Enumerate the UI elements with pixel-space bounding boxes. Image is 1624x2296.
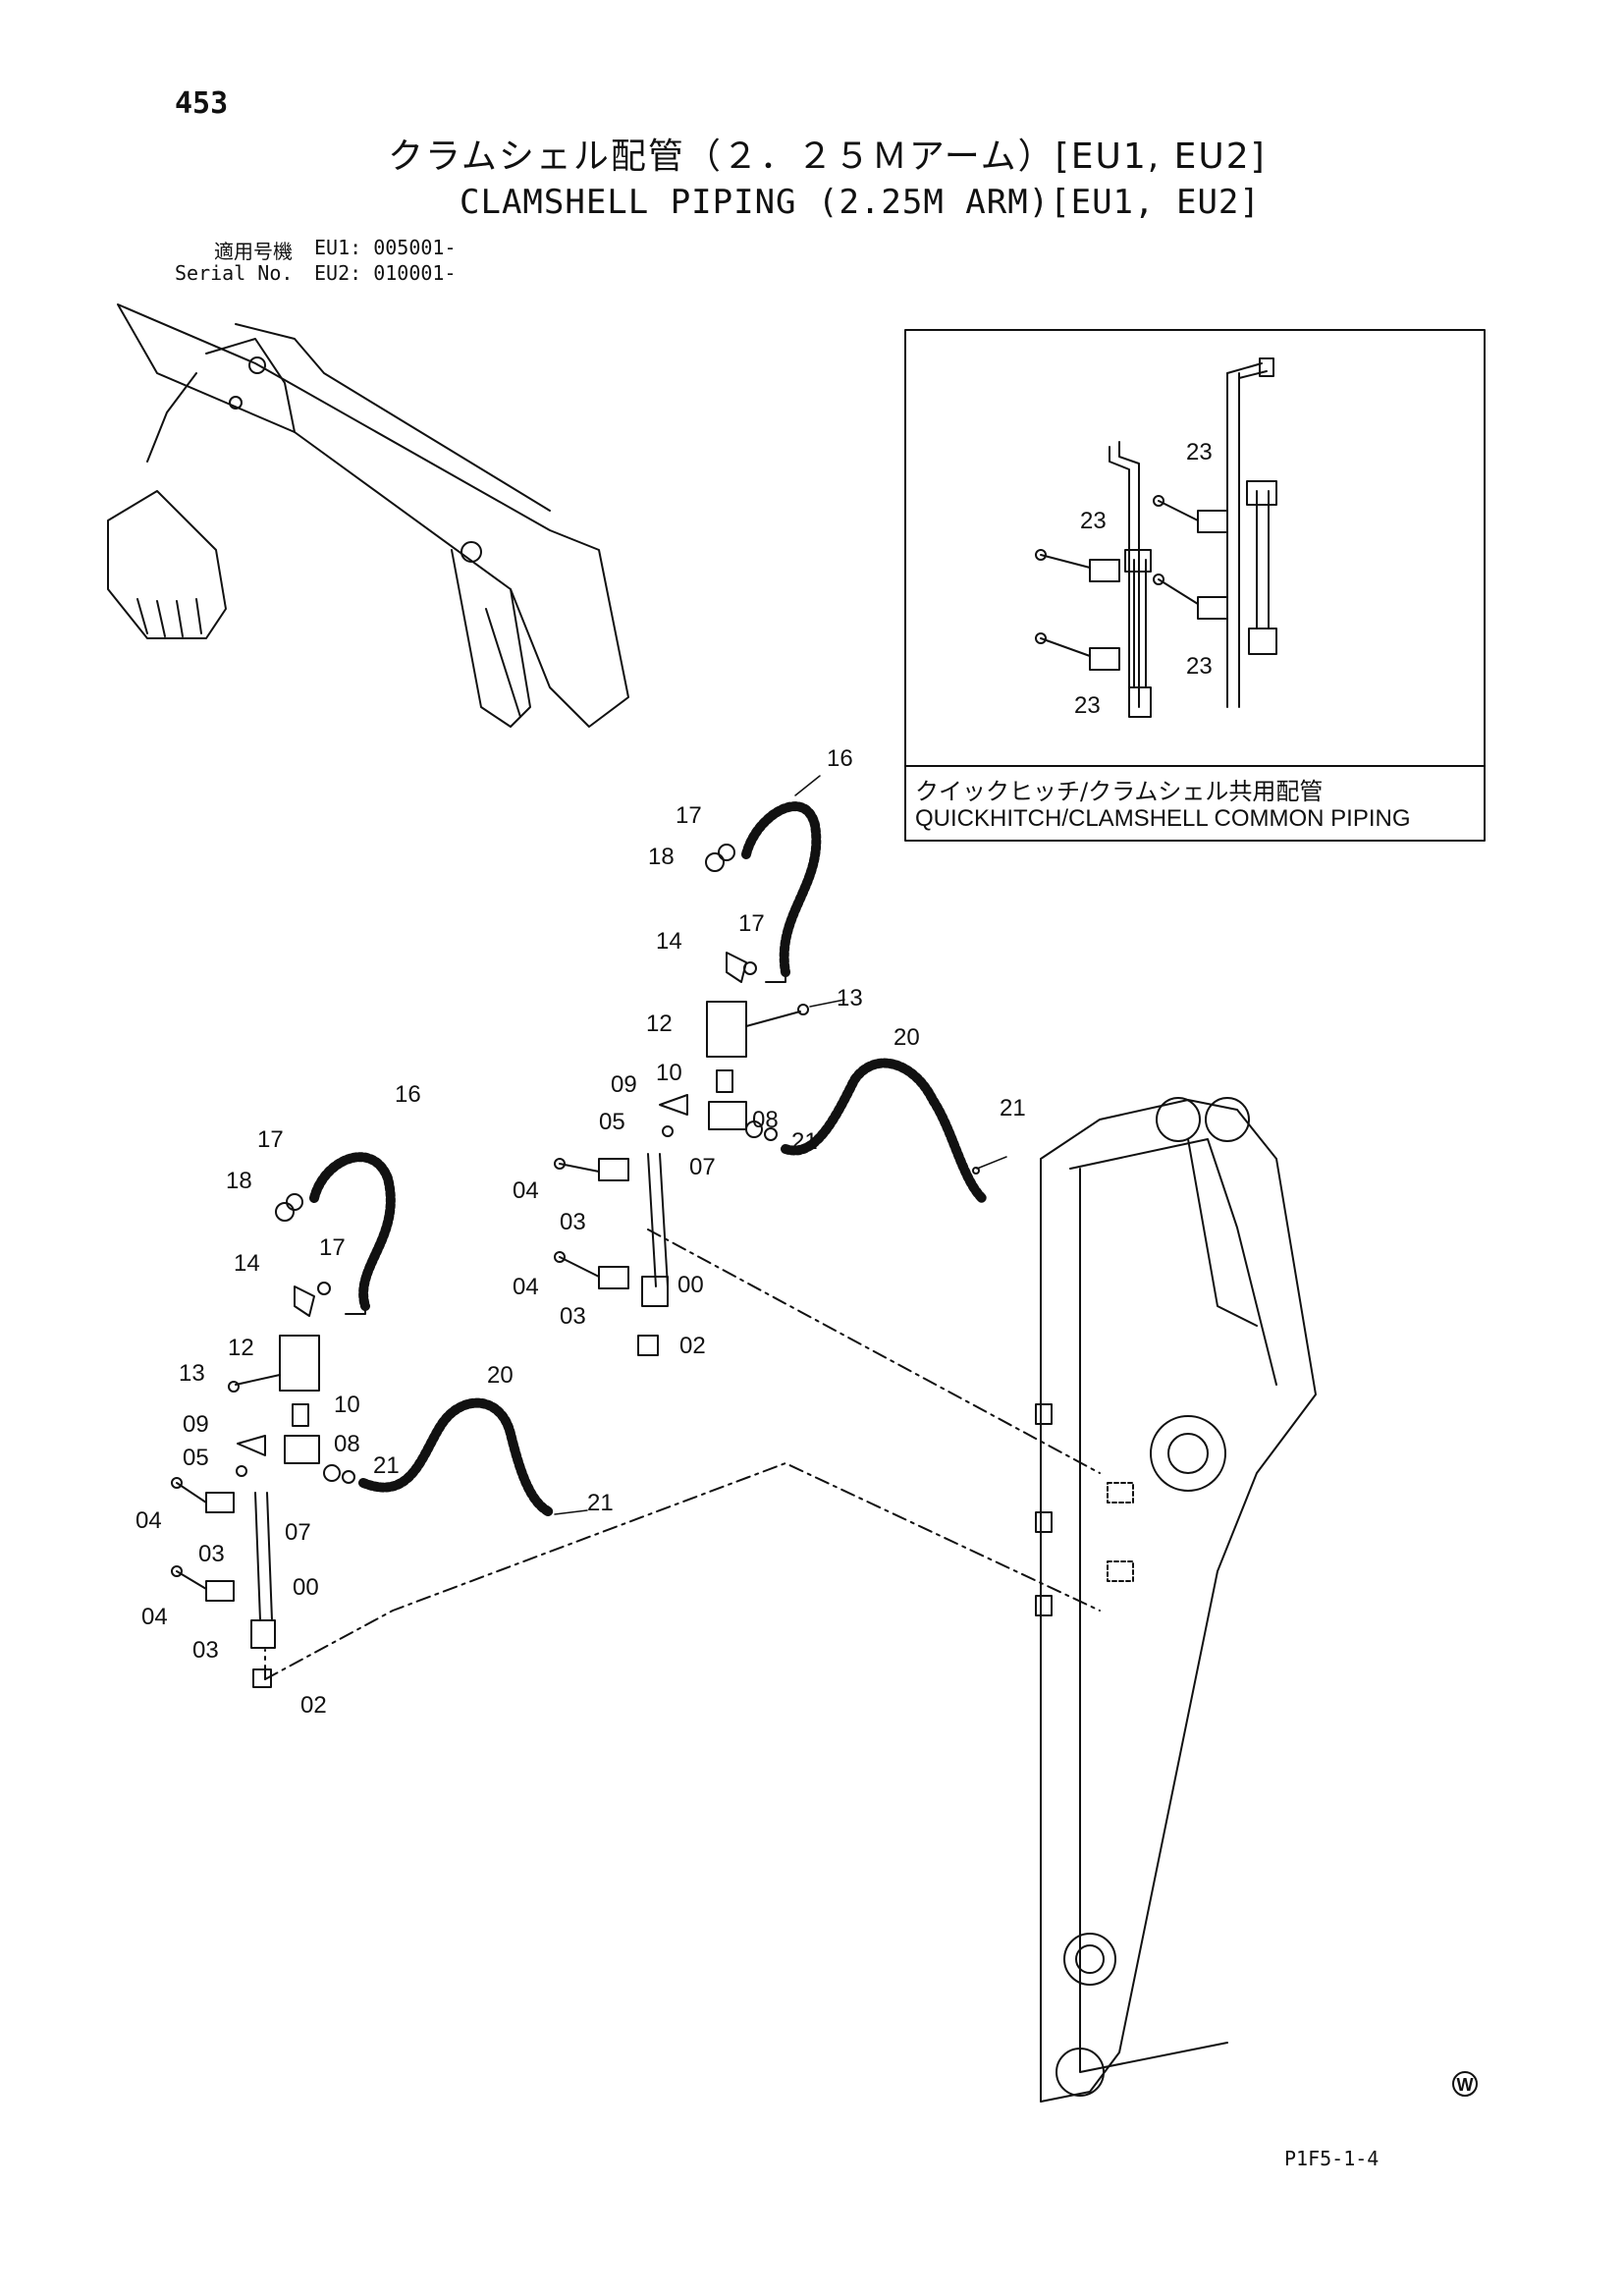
callout-upper-07: 07 — [689, 1154, 716, 1180]
serial-label-japanese: 適用号機 — [214, 240, 293, 263]
callout-lower-03a: 03 — [198, 1541, 225, 1567]
callout-lower-08: 08 — [334, 1431, 360, 1457]
callout-lower-05: 05 — [183, 1445, 209, 1471]
callout-upper-17a: 17 — [676, 802, 702, 829]
w-symbol-icon: W — [1452, 2071, 1478, 2097]
callout-lower-07: 07 — [285, 1519, 311, 1546]
inset-caption-japanese: クイックヒッチ/クラムシェル共用配管 — [915, 778, 1324, 805]
drawing-code: P1F5-1-4 — [1284, 2147, 1380, 2170]
callout-upper-02: 02 — [679, 1333, 706, 1359]
callout-upper-09: 09 — [611, 1071, 637, 1098]
callout-leaders — [554, 775, 1007, 1515]
arm-structure — [1035, 1097, 1317, 2103]
callout-inset-23b: 23 — [1080, 508, 1107, 534]
callout-lower-02: 02 — [300, 1692, 327, 1719]
callout-lower-04a: 04 — [135, 1507, 162, 1534]
callout-upper-03b: 03 — [560, 1303, 586, 1330]
callout-lower-10: 10 — [334, 1392, 360, 1418]
callout-lower-12: 12 — [228, 1335, 254, 1361]
callout-lower-09: 09 — [183, 1411, 209, 1438]
callout-upper-12: 12 — [646, 1011, 673, 1037]
callout-lower-20: 20 — [487, 1362, 514, 1389]
inset-piping-sketch — [1035, 357, 1277, 718]
callout-lower-03b: 03 — [192, 1637, 219, 1664]
callout-upper-17b: 17 — [738, 910, 765, 937]
callout-lower-16: 16 — [395, 1081, 421, 1108]
callout-upper-05: 05 — [599, 1109, 625, 1135]
callout-upper-08: 08 — [752, 1107, 779, 1133]
w-symbol-text: W — [1457, 2075, 1474, 2095]
page-number: 453 — [175, 86, 229, 121]
callout-upper-20: 20 — [893, 1024, 920, 1051]
page-title-english: CLAMSHELL PIPING (2.25M ARM)[EU1, EU2] — [460, 183, 1261, 222]
callout-upper-10: 10 — [656, 1060, 682, 1086]
callout-upper-21a: 21 — [791, 1128, 818, 1155]
serial-eu1: EU1: 005001- — [314, 236, 457, 259]
callout-lower-17a: 17 — [257, 1126, 284, 1153]
callout-upper-16: 16 — [827, 745, 853, 772]
callout-lower-21b: 21 — [587, 1490, 614, 1516]
inset-frame — [904, 329, 1486, 842]
callout-lower-04b: 04 — [141, 1604, 168, 1630]
callout-inset-23d: 23 — [1074, 692, 1101, 719]
mounting-leader-lines — [264, 1229, 1101, 1680]
callout-lower-13: 13 — [179, 1360, 205, 1387]
callout-inset-23a: 23 — [1186, 439, 1213, 465]
upper-callouts: 16 17 18 17 14 13 12 10 09 05 07 08 21 2… — [513, 745, 1026, 1359]
upper-hose-assembly — [554, 801, 987, 1356]
callout-upper-18: 18 — [648, 844, 675, 870]
serial-label-english: Serial No. — [175, 261, 294, 285]
callout-upper-04a: 04 — [513, 1177, 539, 1204]
callout-upper-21b: 21 — [1000, 1095, 1026, 1121]
callout-upper-14: 14 — [656, 928, 682, 955]
callout-lower-14: 14 — [234, 1250, 260, 1277]
callout-lower-00: 00 — [293, 1574, 319, 1601]
callout-lower-21a: 21 — [373, 1452, 400, 1479]
inset-caption-english: QUICKHITCH/CLAMSHELL COMMON PIPING — [915, 805, 1411, 832]
callout-upper-04b: 04 — [513, 1274, 539, 1300]
callout-upper-13: 13 — [837, 985, 863, 1011]
callout-lower-18: 18 — [226, 1168, 252, 1194]
page-title-japanese: クラムシェル配管（２．２５Ｍアーム）[EU1, EU2] — [388, 137, 1267, 177]
callout-upper-00: 00 — [677, 1272, 704, 1298]
lower-callouts: 16 17 18 17 14 12 13 10 09 05 07 08 21 2… — [135, 1081, 614, 1719]
lower-hose-assembly — [171, 1152, 555, 1688]
callout-lower-17b: 17 — [319, 1234, 346, 1261]
excavator-overview-sketch — [107, 303, 629, 728]
inset-callouts: 23 23 23 23 — [1074, 439, 1213, 719]
callout-upper-03a: 03 — [560, 1209, 586, 1235]
callout-inset-23c: 23 — [1186, 653, 1213, 680]
serial-eu2: EU2: 010001- — [314, 261, 457, 285]
